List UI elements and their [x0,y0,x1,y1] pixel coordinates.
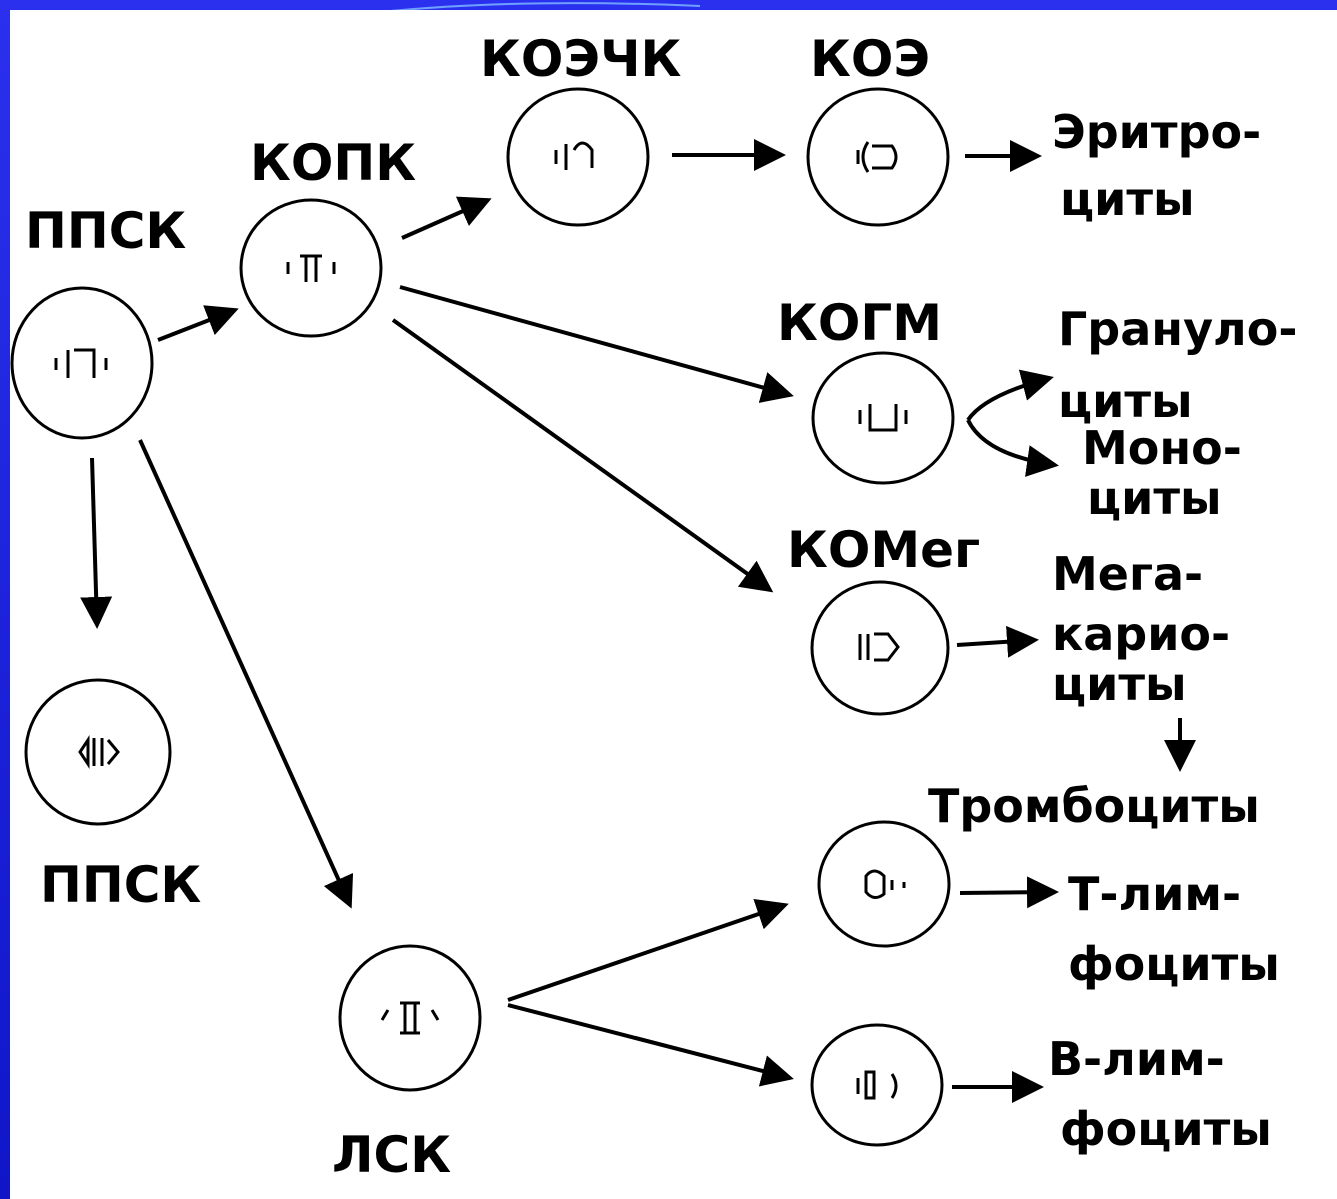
label-mono-1: Моно- [1082,421,1242,475]
label-ppsk-bottom: ППСК [40,856,201,914]
label-komeg: КОМег [787,521,980,579]
arrow-komeg-mega [956,625,1039,658]
arrow-kogm-mono [966,419,1059,477]
label-granulo-2: циты [1058,374,1193,428]
label-thrombo: Тромбоциты [928,779,1260,833]
arrow-kopk-komeg [391,318,774,593]
cell-ppsk-bottom [24,678,172,826]
label-lsk: ЛСК [332,1126,451,1184]
arrow-kopk-koechk [401,196,492,240]
arrow-lsk-t-cell [507,898,789,1002]
arrow-ppsk-lsk [138,439,354,909]
label-mega-2: карио- [1052,607,1230,661]
arrow-lsk-b-cell [507,1003,794,1087]
label-mega-3: циты [1052,657,1187,711]
label-b-lymph-2: фоциты [1060,1102,1272,1156]
cell-komeg [810,580,950,716]
arrow-ppsk-kopk [157,305,239,342]
label-kopk: КОПК [250,134,416,192]
label-t-lymph-1: Т-лим- [1068,867,1241,921]
arrow-t-cell-t-lymph [959,876,1059,909]
label-koe: КОЭ [810,30,930,88]
label-koechk: КОЭЧК [480,30,681,88]
cell-lsk [338,944,482,1092]
label-mono-2: циты [1087,471,1222,525]
decorative-arc [379,2,701,12]
label-granulo-1: Грануло- [1058,302,1297,356]
cell-b-lymphocyte [810,1023,944,1147]
cell-ppsk-top [10,286,154,440]
arrow-kopk-kogm [399,285,794,403]
arrows [80,139,1196,1103]
label-b-lymph-1: В-лим- [1048,1032,1225,1086]
cell-koe [806,87,950,227]
cell-koechk [506,87,650,227]
cell-t-lymphocyte [817,820,951,948]
label-erythro-1: Эритро- [1052,105,1261,159]
cell-kogm [811,351,955,485]
label-kogm: КОГМ [777,294,942,352]
label-mega-1: Мега- [1052,547,1203,601]
arrow-ppsk-ppsk [80,457,113,629]
cell-kopk [239,198,383,338]
label-erythro-2: циты [1060,172,1195,226]
arrow-kogm-granulo [966,369,1054,422]
diagram-canvas [10,10,1337,1199]
label-ppsk-top: ППСК [25,202,186,260]
label-t-lymph-2: фоциты [1068,937,1280,991]
